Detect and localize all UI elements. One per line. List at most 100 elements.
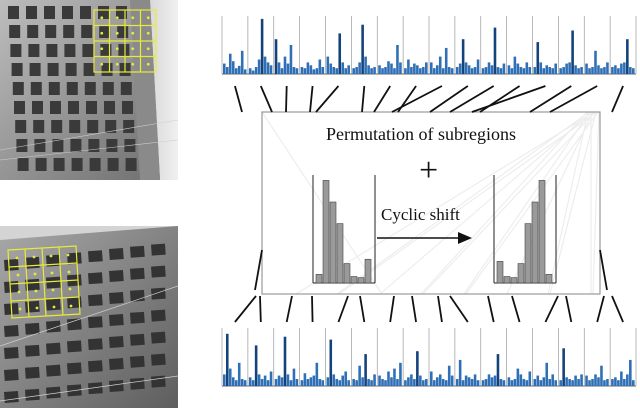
bottom-hist-bar — [623, 379, 626, 386]
top-hist-bar — [571, 30, 574, 74]
bottom-hist-bar — [370, 380, 373, 386]
right-gray-hist-bar — [524, 223, 532, 284]
window-shape — [69, 120, 81, 133]
grid-dot — [146, 16, 150, 20]
window-shape — [130, 333, 145, 346]
grid-dot — [131, 47, 135, 51]
bottom-hist-bar — [234, 380, 238, 386]
window-shape — [71, 158, 83, 171]
window-shape — [104, 101, 115, 114]
window-shape — [105, 120, 117, 133]
grid-dot — [67, 270, 71, 274]
top-hist-bar — [289, 45, 293, 74]
top-hist-bar — [321, 67, 325, 74]
top-hist-bar — [574, 65, 577, 74]
top-hist-bar — [393, 68, 396, 74]
top-hist-bar — [577, 68, 580, 74]
top-hist-bar — [450, 68, 454, 74]
bottom-hist-bar — [315, 362, 319, 386]
window-shape — [120, 82, 132, 95]
top-hist-bar — [597, 65, 600, 74]
window-shape — [44, 6, 55, 19]
window-shape — [109, 336, 124, 348]
top-hist-bar — [600, 68, 603, 74]
left-gray-hist-bar — [343, 263, 351, 284]
bottom-hist-bar — [404, 380, 407, 386]
connector-line — [285, 295, 293, 323]
bottom-hist-bar — [361, 377, 364, 386]
top-hist-bar — [381, 68, 384, 74]
window-shape — [51, 120, 63, 133]
bottom-hist-bar — [335, 379, 339, 386]
bottom-hist-bar — [223, 374, 226, 386]
top-hist-bar — [464, 62, 468, 74]
window-shape — [151, 331, 166, 344]
window-shape — [88, 382, 103, 395]
bottom-hist-bar — [430, 371, 433, 386]
window-shape — [106, 139, 118, 152]
bottom-hist-bar — [341, 375, 345, 386]
connector-line — [337, 295, 349, 323]
window-shape — [62, 6, 73, 19]
bottom-hist-bar — [568, 379, 571, 386]
grid-dot — [115, 16, 119, 20]
grid-dot — [115, 47, 119, 51]
bottom-hist-bar — [496, 354, 500, 386]
window-shape — [30, 82, 42, 95]
building-photo-top-image — [0, 0, 178, 180]
bottom-hist-bar — [554, 380, 557, 386]
top-hist-bar — [269, 65, 273, 74]
window-shape — [46, 276, 61, 289]
bottom-hist-bar — [444, 380, 448, 386]
connector-line — [234, 85, 243, 113]
bottom-hist-bar — [473, 374, 477, 386]
bottom-hist-bar — [347, 380, 350, 386]
window-shape — [29, 63, 41, 76]
top-hist-bar — [591, 67, 594, 74]
bottom-hist-bar — [425, 379, 428, 386]
top-hist-bar — [361, 24, 364, 74]
top-hist-bar — [312, 69, 316, 74]
top-hist-bar — [496, 67, 500, 74]
bottom-hist-bar — [441, 379, 445, 386]
top-hist-bar — [467, 65, 471, 74]
bottom-hist-bar — [231, 377, 235, 386]
bottom-hist-bar — [225, 333, 229, 386]
bottom-hist-bar — [367, 379, 370, 386]
window-shape — [67, 340, 82, 353]
bottom-hist-bar — [528, 371, 532, 386]
top-hist-bar — [254, 67, 258, 74]
bottom-hist-bar — [257, 374, 261, 386]
top-hist-bar — [554, 63, 557, 74]
top-hist-bar — [306, 62, 310, 74]
bottom-hist-bar — [510, 380, 514, 386]
top-hist-bar — [257, 59, 261, 74]
top-hist-bar — [606, 62, 609, 74]
connector-line — [596, 295, 605, 323]
window-shape — [100, 44, 112, 57]
window-shape — [16, 139, 28, 152]
top-hist-bar — [632, 68, 635, 74]
top-hist-bar — [367, 65, 370, 74]
bottom-hist-bar — [519, 374, 523, 386]
top-hist-bar — [441, 68, 445, 74]
window-shape — [102, 82, 114, 95]
bottom-hist-bar — [597, 377, 600, 386]
top-hist-bar — [234, 68, 238, 74]
window-shape — [4, 325, 19, 337]
bottom-hist-bar — [539, 380, 543, 386]
window-shape — [53, 158, 65, 171]
top-hist-bar — [507, 65, 511, 74]
bottom-hist-bar — [344, 371, 347, 386]
grid-dot — [50, 271, 54, 275]
top-hist-bar — [315, 68, 319, 74]
top-hist-bar — [484, 67, 488, 74]
top-hist-bar — [629, 67, 632, 74]
top-hist-bar — [559, 68, 562, 74]
bottom-hist-bar — [378, 375, 381, 386]
bottom-hist-bar — [551, 374, 554, 386]
bottom-hist-bar — [260, 379, 264, 386]
bottom-hist-bar — [355, 380, 358, 386]
bottom-hist-bar — [507, 377, 511, 386]
